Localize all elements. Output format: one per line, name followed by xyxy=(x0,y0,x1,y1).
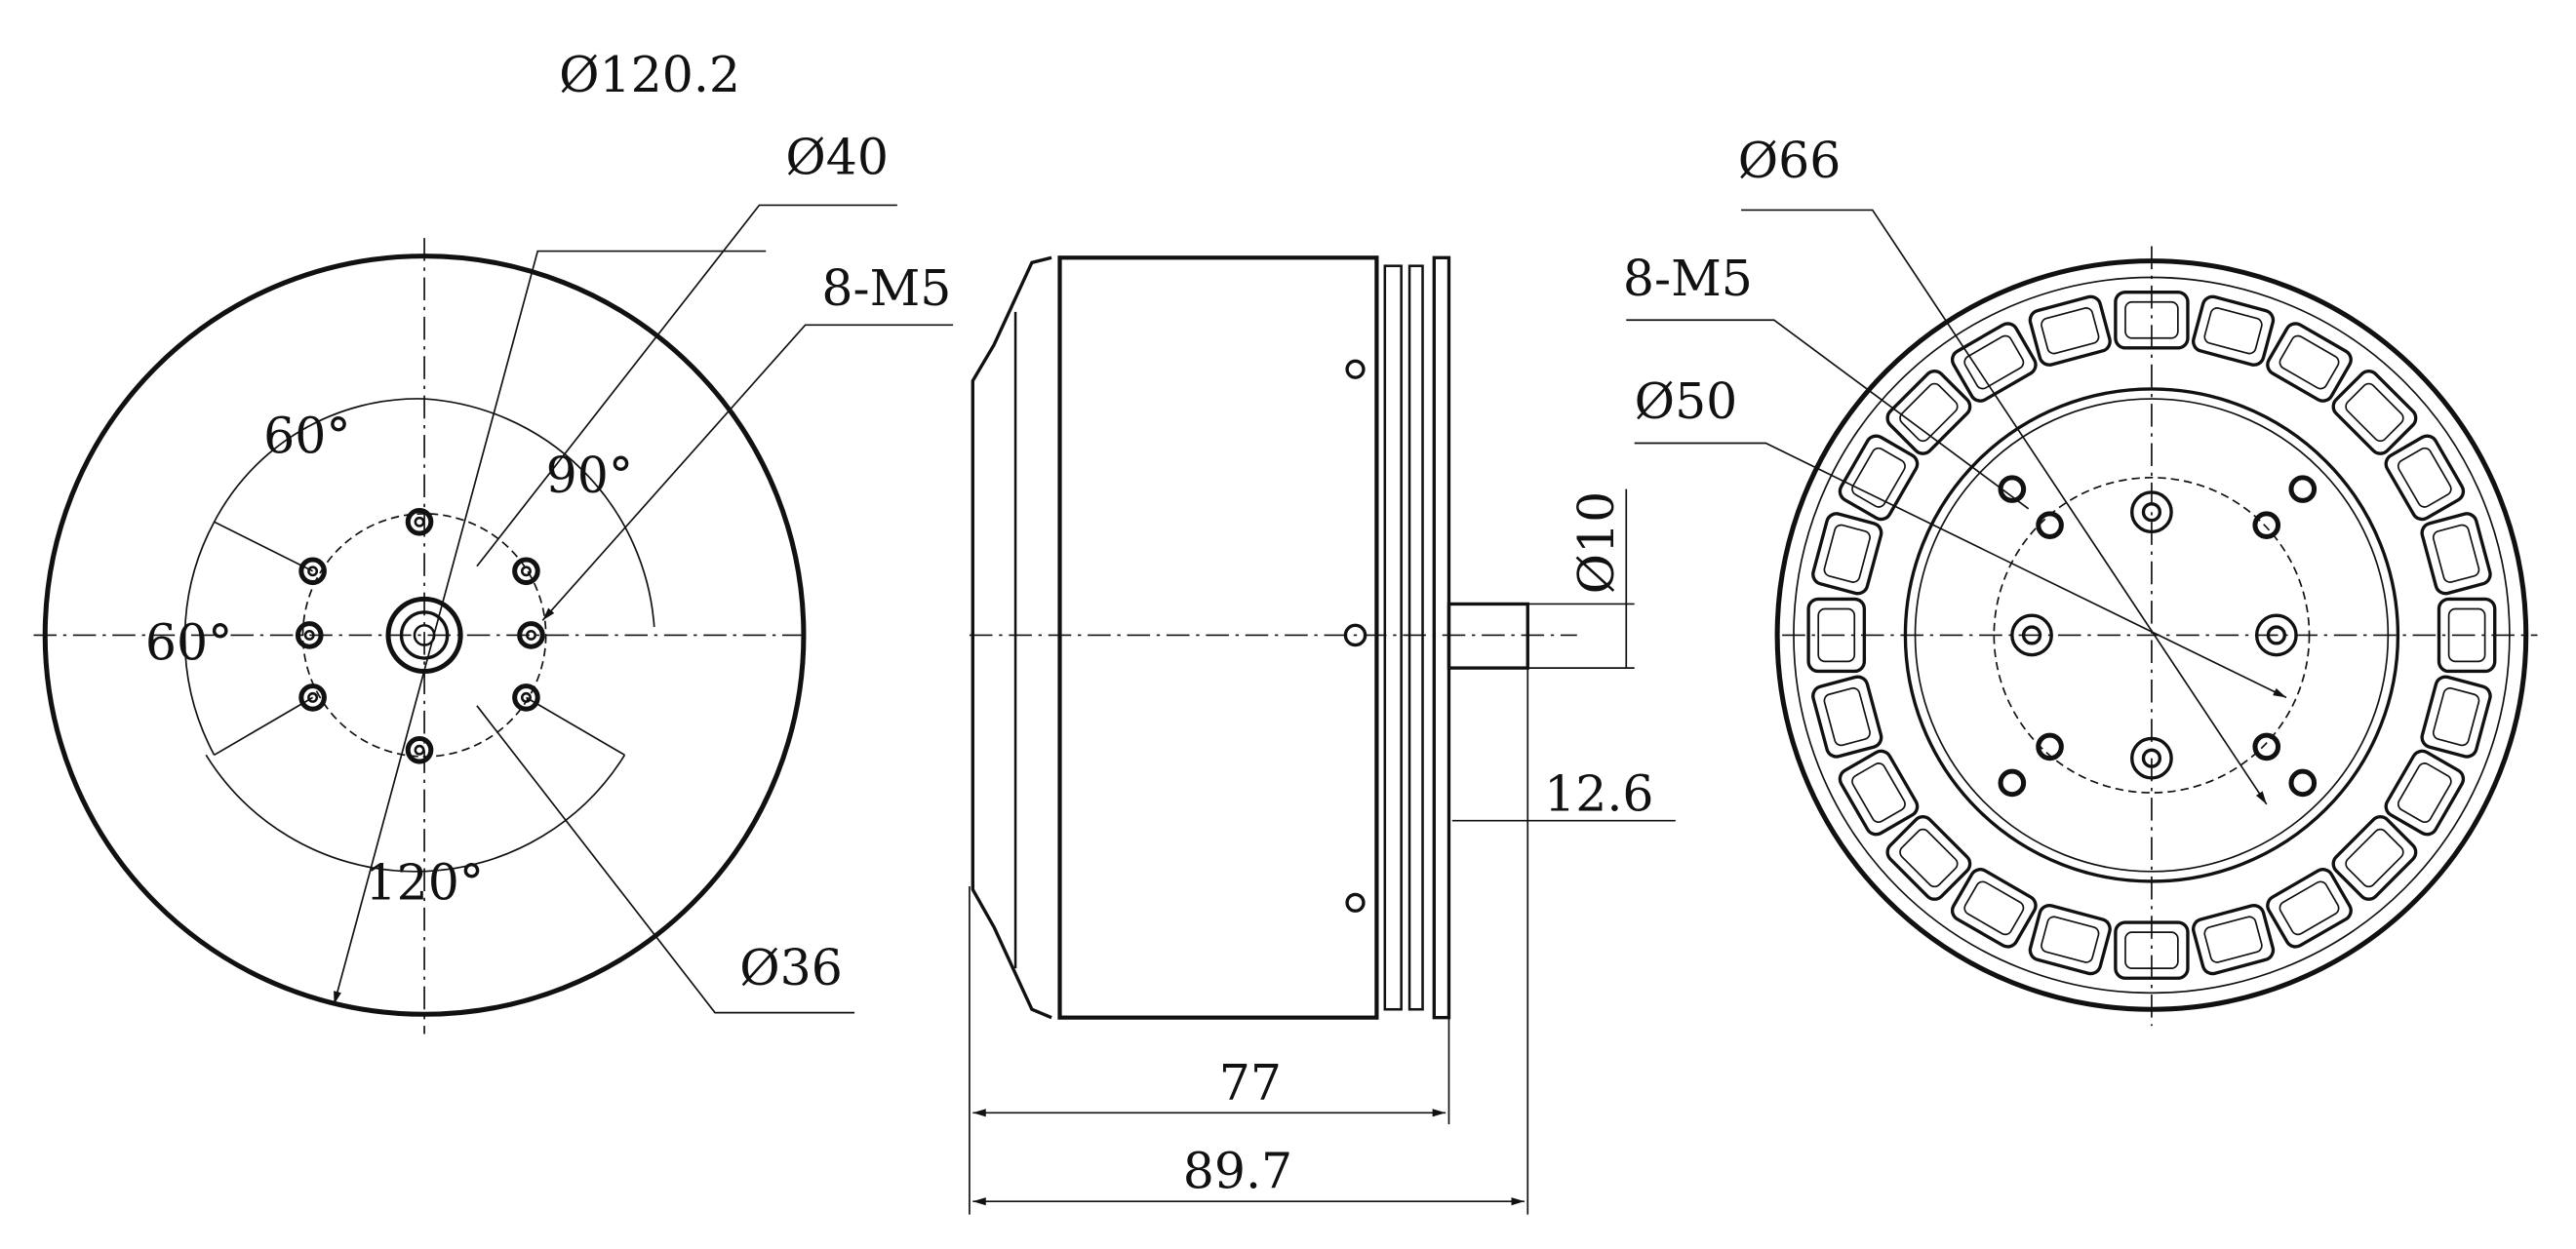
vent-slot xyxy=(1950,322,2038,403)
bolt-hole xyxy=(405,507,434,536)
vent-slot xyxy=(1806,597,1867,674)
mount-hole xyxy=(2010,613,2053,657)
label-dia-10: Ø10 xyxy=(1567,491,1625,595)
label-8-m5-rear: 8-M5 xyxy=(1623,250,1753,307)
vent-slot xyxy=(2266,322,2353,403)
outer-rim xyxy=(42,254,807,1017)
bolt-hole xyxy=(405,735,434,764)
shaft xyxy=(1447,602,1529,670)
vent-slot xyxy=(1811,512,1883,596)
vent-slot xyxy=(2331,369,2418,455)
label-89-7: 89.7 xyxy=(1183,1143,1292,1200)
vent-slot xyxy=(2437,597,2497,674)
mount-hole xyxy=(2130,490,2173,534)
label-angle-120: 120° xyxy=(365,853,484,911)
bolt-hole xyxy=(298,557,327,586)
vent-slot xyxy=(2114,920,2190,980)
m5-hole xyxy=(2036,732,2064,761)
vent-slot xyxy=(2384,434,2466,522)
label-angle-60-left: 60° xyxy=(145,614,232,672)
label-dia-50: Ø50 xyxy=(1635,372,1738,430)
label-dia-66: Ø66 xyxy=(1738,132,1842,189)
bolt-hole xyxy=(517,621,545,649)
front-view: Ø120.2 Ø40 8-M5 60° 90° 60° 120° Ø36 xyxy=(33,46,954,1034)
label-angle-60-top: 60° xyxy=(263,408,350,465)
front-bolt-holes xyxy=(295,507,545,764)
vent-slot xyxy=(2420,512,2492,596)
vent-slot xyxy=(1811,675,1883,759)
side-view: 77 89.7 12.6 Ø10 xyxy=(969,255,1676,1215)
mount-hole xyxy=(2130,736,2173,780)
rotor-body xyxy=(1057,255,1379,1020)
label-12-6: 12.6 xyxy=(1544,765,1653,823)
vent-slot xyxy=(2114,290,2190,350)
label-dia-40: Ø40 xyxy=(785,128,889,185)
vent-slot xyxy=(2384,749,2466,837)
rear-view: Ø66 8-M5 Ø50 xyxy=(1623,132,2538,1027)
vent-slot xyxy=(1950,868,2038,949)
vent-slot xyxy=(1885,369,1972,455)
bolt-hole xyxy=(295,621,324,649)
m5-hole xyxy=(2252,732,2281,761)
label-77: 77 xyxy=(1219,1054,1282,1112)
rear-holes xyxy=(1998,475,2318,798)
vent-slot xyxy=(1838,434,1920,522)
rear-slots xyxy=(1806,290,2497,980)
vent-slot xyxy=(1885,815,1972,901)
label-angle-90: 90° xyxy=(546,447,633,504)
mount-hole xyxy=(2254,613,2298,657)
label-dia-120: Ø120.2 xyxy=(559,46,740,103)
bolt-hole xyxy=(512,557,540,586)
vent-slot xyxy=(2331,815,2418,901)
m5-hole xyxy=(2036,511,2064,539)
vent-slot xyxy=(2420,675,2492,759)
vent-slot xyxy=(1838,749,1920,837)
vent-slot xyxy=(2266,868,2353,949)
label-dia-36: Ø36 xyxy=(739,939,843,996)
vent-slot xyxy=(2028,903,2112,976)
label-8-m5-front: 8-M5 xyxy=(821,259,951,317)
m5-hole xyxy=(2288,475,2318,503)
m5-hole xyxy=(1998,768,2027,798)
m5-hole xyxy=(2288,768,2318,798)
bolt-hole xyxy=(298,683,327,712)
vent-slot xyxy=(2191,903,2276,976)
vent-slot xyxy=(2028,294,2112,367)
m5-hole xyxy=(2252,511,2281,539)
vent-slot xyxy=(2191,294,2276,367)
bolt-hole xyxy=(512,683,540,712)
